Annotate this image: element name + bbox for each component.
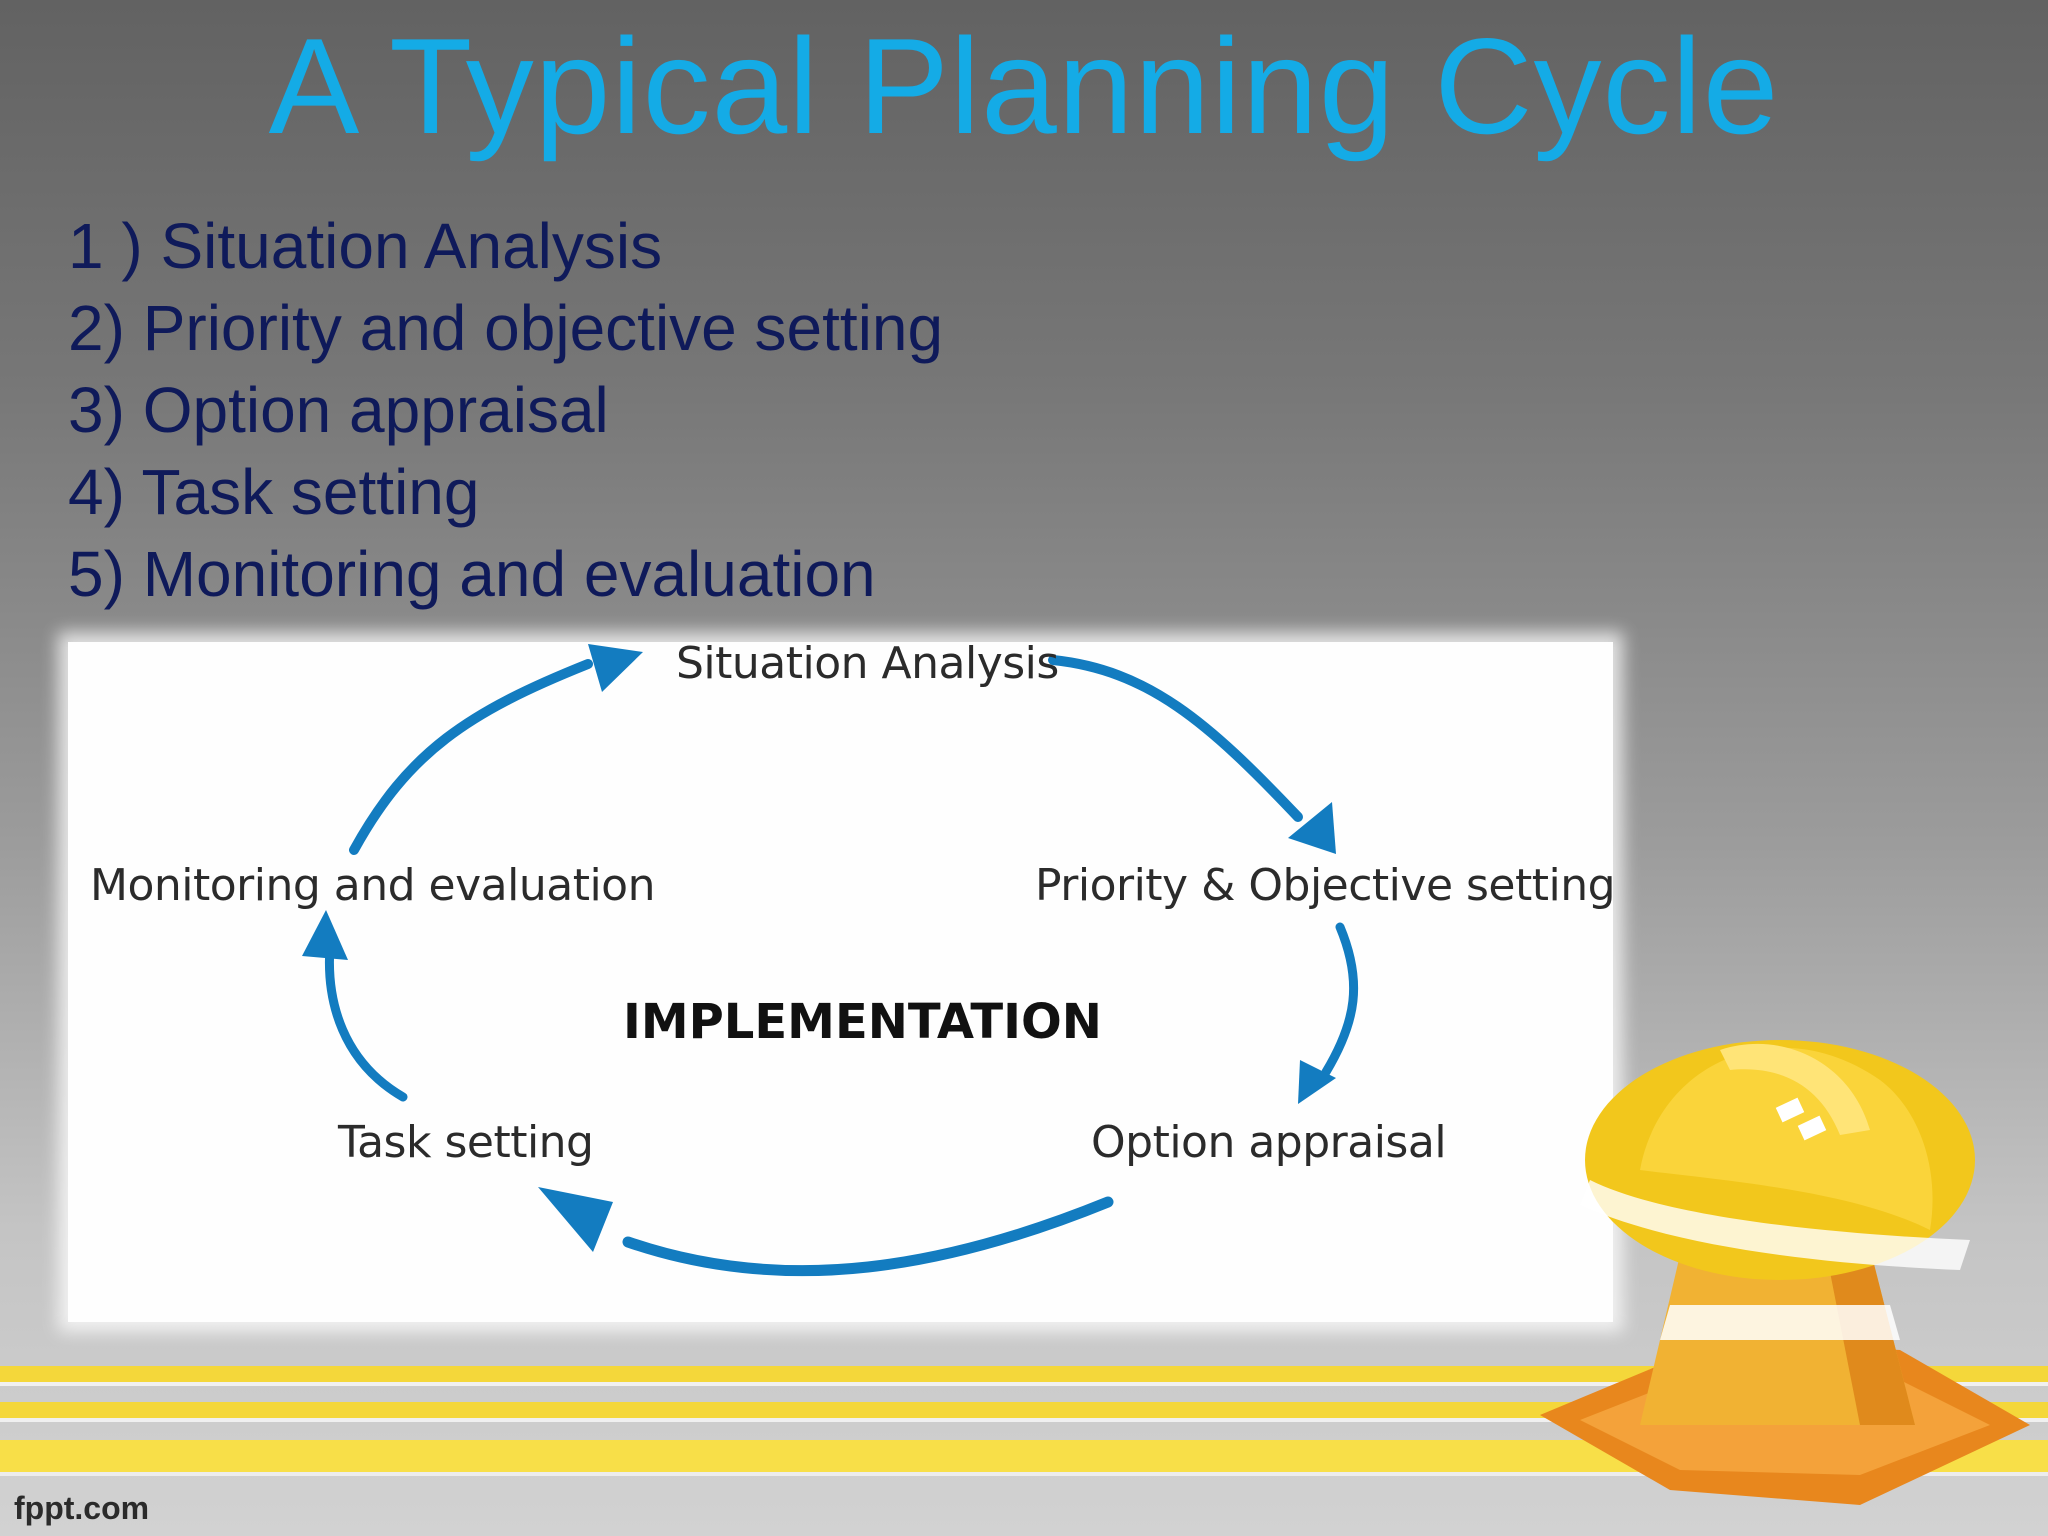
arrowhead-icon: [1288, 802, 1336, 854]
arrowhead-icon: [1298, 1060, 1336, 1104]
center-label: IMPLEMENTATION: [623, 994, 1102, 1050]
step-item: 2) Priority and objective setting: [68, 292, 944, 364]
cycle-arrows: [302, 644, 1359, 1277]
arrowhead-icon: [588, 644, 643, 692]
steps-list: 1 ) Situation Analysis 2) Priority and o…: [68, 205, 943, 615]
arrow-option-to-task: [622, 1196, 1114, 1277]
arrowhead-icon: [302, 910, 348, 960]
arrow-situation-to-priority: [1048, 655, 1303, 822]
arrow-monitoring-to-situation: [349, 659, 593, 855]
step-item: 4) Task setting: [68, 456, 480, 528]
node-task-setting: Task setting: [338, 1117, 594, 1168]
node-situation-analysis: Situation Analysis: [676, 638, 1059, 689]
step-item: 5) Monitoring and evaluation: [68, 538, 876, 610]
step-item: 1 ) Situation Analysis: [68, 210, 663, 282]
arrow-task-to-monitoring: [324, 942, 408, 1102]
arrowhead-icon: [538, 1187, 613, 1252]
step-item: 3) Option appraisal: [68, 374, 609, 446]
slide-title: A Typical Planning Cycle: [268, 10, 1780, 162]
arrow-priority-to-option: [1321, 922, 1359, 1077]
node-priority-objective: Priority & Objective setting: [1035, 860, 1616, 911]
footer-brand: fppt.com: [14, 1490, 150, 1526]
safety-helmet-cone-icon: [1540, 1040, 2030, 1505]
node-monitoring-evaluation: Monitoring and evaluation: [90, 860, 655, 911]
node-option-appraisal: Option appraisal: [1091, 1117, 1447, 1168]
planning-cycle-diagram: Situation Analysis Priority & Objective …: [68, 638, 1616, 1322]
